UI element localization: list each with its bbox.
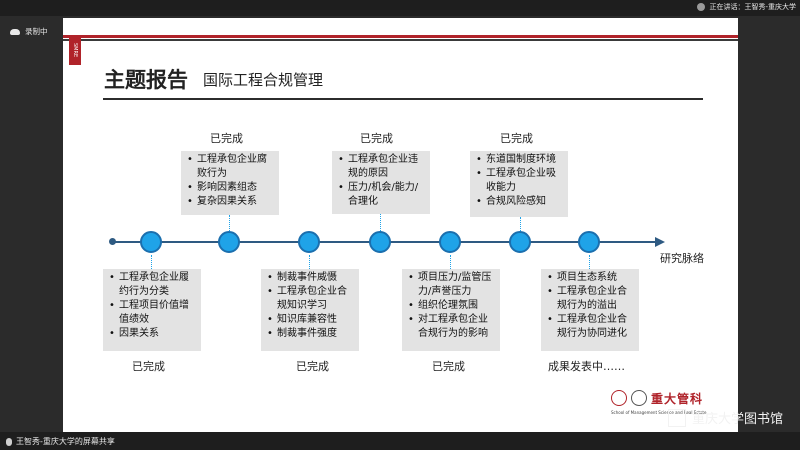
status-label: 已完成 <box>432 360 465 373</box>
node-connector <box>309 255 310 269</box>
node-connector <box>589 255 590 269</box>
status-label: 已完成 <box>296 360 329 373</box>
recording-indicator[interactable]: 录制中 <box>10 26 48 37</box>
milestone-bullet: 复杂因果关系 <box>185 195 275 209</box>
screen-share-label: 王智秀-重庆大学的屏幕共享 <box>16 437 115 446</box>
timeline-label: 研究脉络 <box>660 252 704 265</box>
milestone-bullet: 工程承包企业履约行为分类 <box>107 271 197 299</box>
shared-slide: SMRE 主题报告 国际工程合规管理 研究脉络 已完成 已完成 已完成 工程承包… <box>63 18 738 432</box>
university-seal-icon <box>611 390 627 406</box>
title-underline <box>103 98 703 100</box>
cloud-recording-icon <box>10 28 20 35</box>
milestone-bullet: 工程项目价值增值绩效 <box>107 299 197 327</box>
milestone-box: 项目压力/监管压力/声誉压力 组织伦理氛围 对工程承包企业合规行为的影响 <box>402 269 500 351</box>
library-logo-icon <box>668 408 686 427</box>
microphone-icon <box>6 437 12 446</box>
milestone-bullet: 工程承包企业吸收能力 <box>474 167 564 195</box>
milestone-bullet: 制裁事件强度 <box>265 327 355 341</box>
school-emblem-icon <box>631 390 647 406</box>
timeline-node <box>298 231 320 253</box>
active-speaker-label: 正在讲话：王智秀-重庆大学 <box>709 3 796 11</box>
milestone-bullet: 压力/机会/能力/合理化 <box>336 181 426 209</box>
timeline-arrow-icon <box>655 237 665 247</box>
meeting-top-bar <box>0 0 800 16</box>
slide-header-band-dark <box>63 39 738 41</box>
status-label: 已完成 <box>210 132 243 145</box>
milestone-bullet: 东道国制度环境 <box>474 153 564 167</box>
milestone-box: 工程承包企业违规的原因 压力/机会/能力/合理化 <box>332 151 430 214</box>
library-watermark: 重庆大学图书馆 <box>668 408 783 427</box>
timeline-node <box>218 231 240 253</box>
milestone-bullet: 工程承包企业合规行为协同进化 <box>545 313 635 341</box>
node-connector <box>151 255 152 269</box>
milestone-bullet: 知识库兼容性 <box>265 313 355 327</box>
status-label: 已完成 <box>500 132 533 145</box>
screen-share-indicator[interactable]: 王智秀-重庆大学的屏幕共享 <box>6 436 115 447</box>
slide-subtitle: 国际工程合规管理 <box>203 71 324 89</box>
library-watermark-text: 重庆大学图书馆 <box>692 412 784 427</box>
milestone-box: 工程承包企业履约行为分类 工程项目价值增值绩效 因果关系 <box>103 269 201 351</box>
node-connector <box>229 215 230 231</box>
timeline-node <box>439 231 461 253</box>
slide-header-band <box>63 35 738 38</box>
milestone-bullet: 工程承包企业违规的原因 <box>336 153 426 181</box>
milestone-box: 东道国制度环境 工程承包企业吸收能力 合规风险感知 <box>470 151 568 217</box>
status-label: 已完成 <box>132 360 165 373</box>
milestone-bullet: 合规风险感知 <box>474 195 564 209</box>
milestone-bullet: 项目压力/监管压力/声誉压力 <box>406 271 496 299</box>
milestone-box: 项目生态系统 工程承包企业合规行为的溢出 工程承包企业合规行为协同进化 <box>541 269 639 351</box>
milestone-bullet: 影响因素组态 <box>185 181 275 195</box>
node-connector <box>520 217 521 231</box>
timeline-node <box>578 231 600 253</box>
school-logo-caption: School of Management Science and Real Es… <box>611 410 707 415</box>
milestone-bullet: 组织伦理氛围 <box>406 299 496 313</box>
timeline-node <box>509 231 531 253</box>
timeline-node <box>369 231 391 253</box>
milestone-bullet: 工程承包企业腐败行为 <box>185 153 275 181</box>
milestone-bullet: 工程承包企业合规行为的溢出 <box>545 285 635 313</box>
milestone-bullet: 工程承包企业合规知识学习 <box>265 285 355 313</box>
milestone-bullet: 对工程承包企业合规行为的影响 <box>406 313 496 341</box>
slide-title: 主题报告 <box>104 68 188 92</box>
milestone-box: 制裁事件威慑 工程承包企业合规知识学习 知识库兼容性 制裁事件强度 <box>261 269 359 351</box>
milestone-bullet: 项目生态系统 <box>545 271 635 285</box>
milestone-bullet: 因果关系 <box>107 327 197 341</box>
active-speaker-indicator: 正在讲话：王智秀-重庆大学 <box>697 2 796 12</box>
school-logo: 重大管科 <box>611 384 721 412</box>
timeline-node <box>140 231 162 253</box>
status-label: 已完成 <box>360 132 393 145</box>
node-connector <box>380 214 381 231</box>
node-connector <box>450 255 451 269</box>
milestone-box: 工程承包企业腐败行为 影响因素组态 复杂因果关系 <box>181 151 279 215</box>
milestone-bullet: 制裁事件威慑 <box>265 271 355 285</box>
school-logo-text: 重大管科 <box>651 391 704 406</box>
meeting-bottom-bar <box>0 432 800 450</box>
brand-tab: SMRE <box>69 35 81 65</box>
recording-label: 录制中 <box>25 27 48 36</box>
status-label: 成果发表中…… <box>548 360 625 373</box>
speaker-avatar-icon <box>697 3 706 11</box>
